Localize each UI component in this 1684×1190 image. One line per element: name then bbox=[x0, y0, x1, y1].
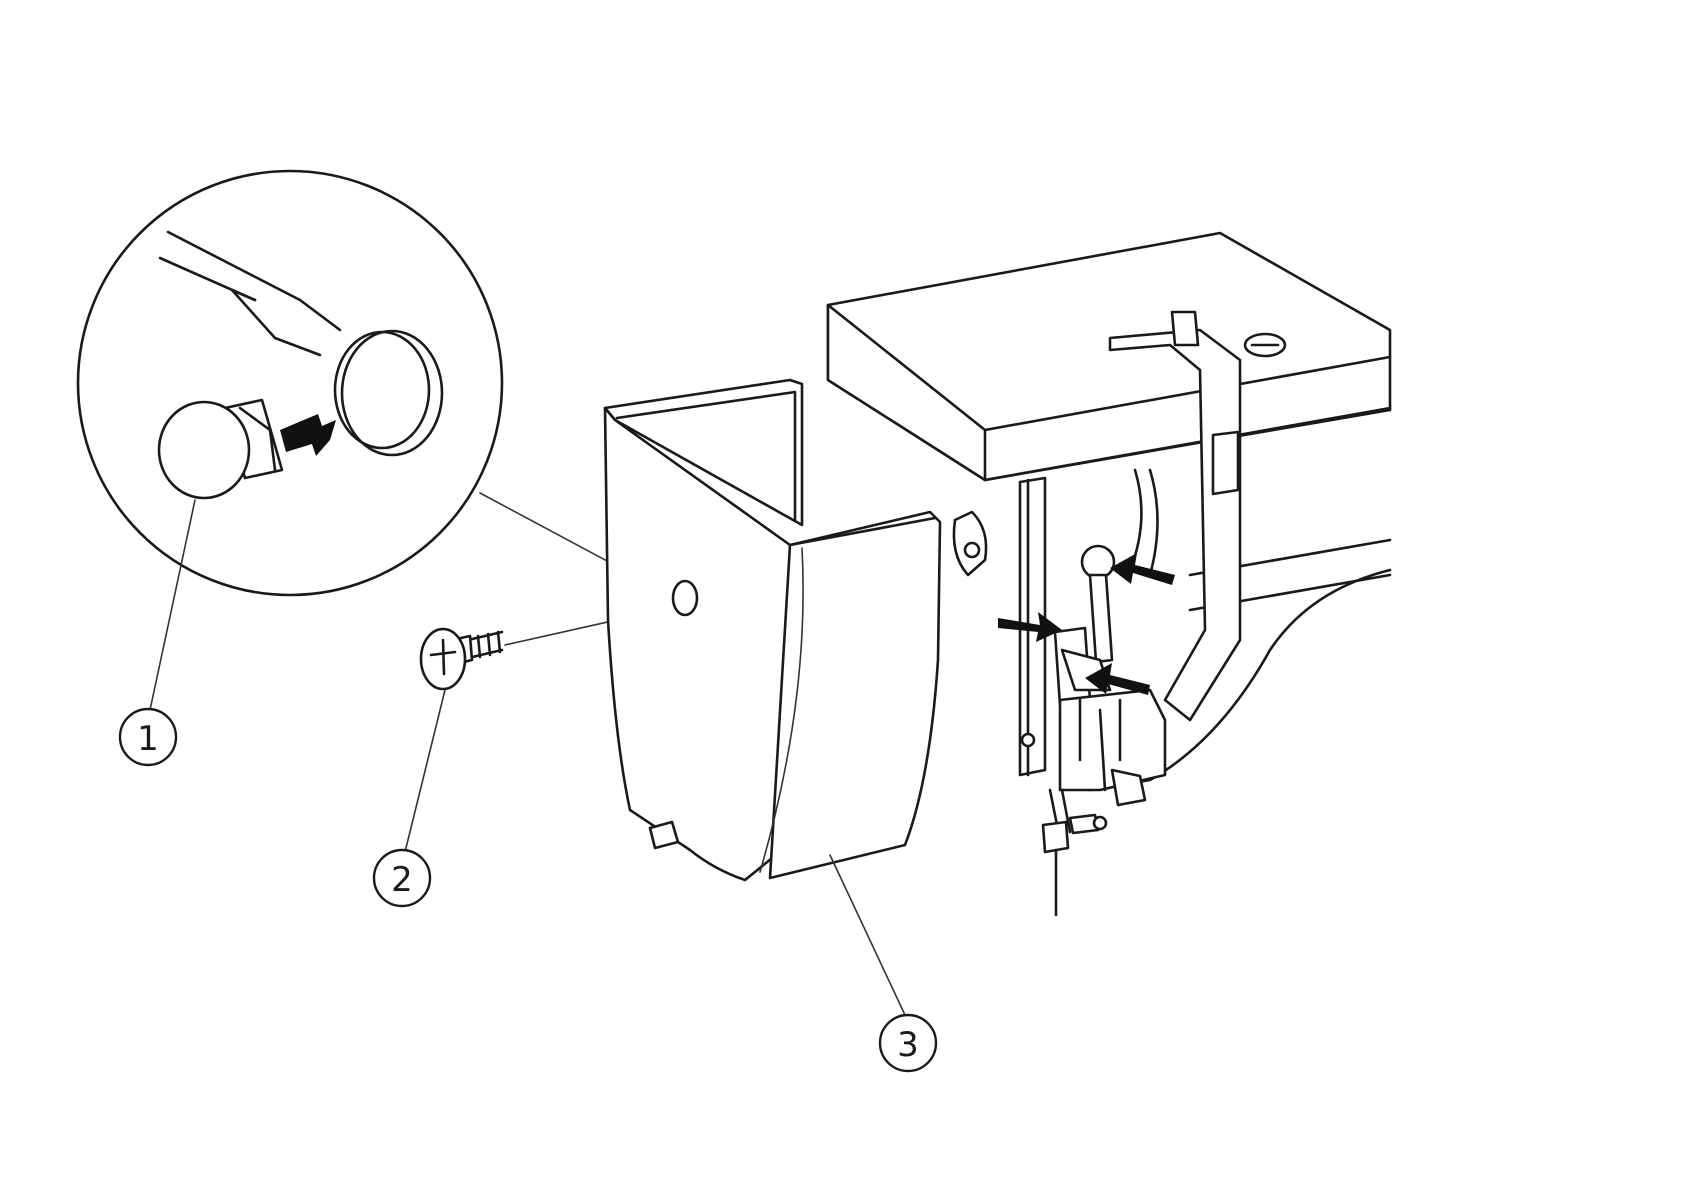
callout-2-label: 2 bbox=[391, 860, 413, 900]
leader-line-3 bbox=[829, 854, 906, 1016]
leader-line-2 bbox=[404, 689, 446, 853]
oiling-point-arrows bbox=[998, 553, 1175, 695]
machine-head-icon bbox=[826, 231, 1392, 917]
detail-magnifier bbox=[76, 169, 504, 597]
face-cover-icon bbox=[603, 378, 942, 882]
leader-line-1 bbox=[149, 499, 196, 711]
oil-arrow-icon bbox=[1110, 553, 1175, 585]
callout-3: 3 bbox=[878, 1013, 938, 1073]
callout-1-label: 1 bbox=[137, 719, 159, 759]
oil-arrow-icon bbox=[1085, 663, 1150, 695]
screw-icon bbox=[419, 627, 504, 691]
cover-hole-icon bbox=[340, 329, 444, 457]
oil-arrow-icon bbox=[998, 612, 1062, 642]
callout-2: 2 bbox=[372, 848, 432, 908]
pull-arrow-icon bbox=[280, 414, 336, 456]
mounting-hole-icon bbox=[671, 579, 699, 617]
callout-1: 1 bbox=[118, 707, 178, 767]
callout-3-label: 3 bbox=[897, 1025, 919, 1065]
cap-icon bbox=[157, 398, 284, 500]
